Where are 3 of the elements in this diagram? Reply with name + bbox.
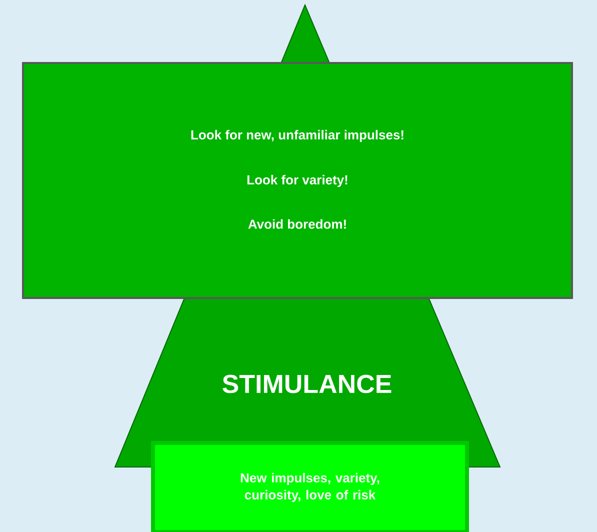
label-box: New impulses, variety, curiosity, love of risk <box>151 440 469 532</box>
instruction-box: Look for new, unfamiliar impulses! Look for variety! Avoid boredom! <box>22 62 573 299</box>
title-text: STIMULANCE <box>222 374 392 394</box>
